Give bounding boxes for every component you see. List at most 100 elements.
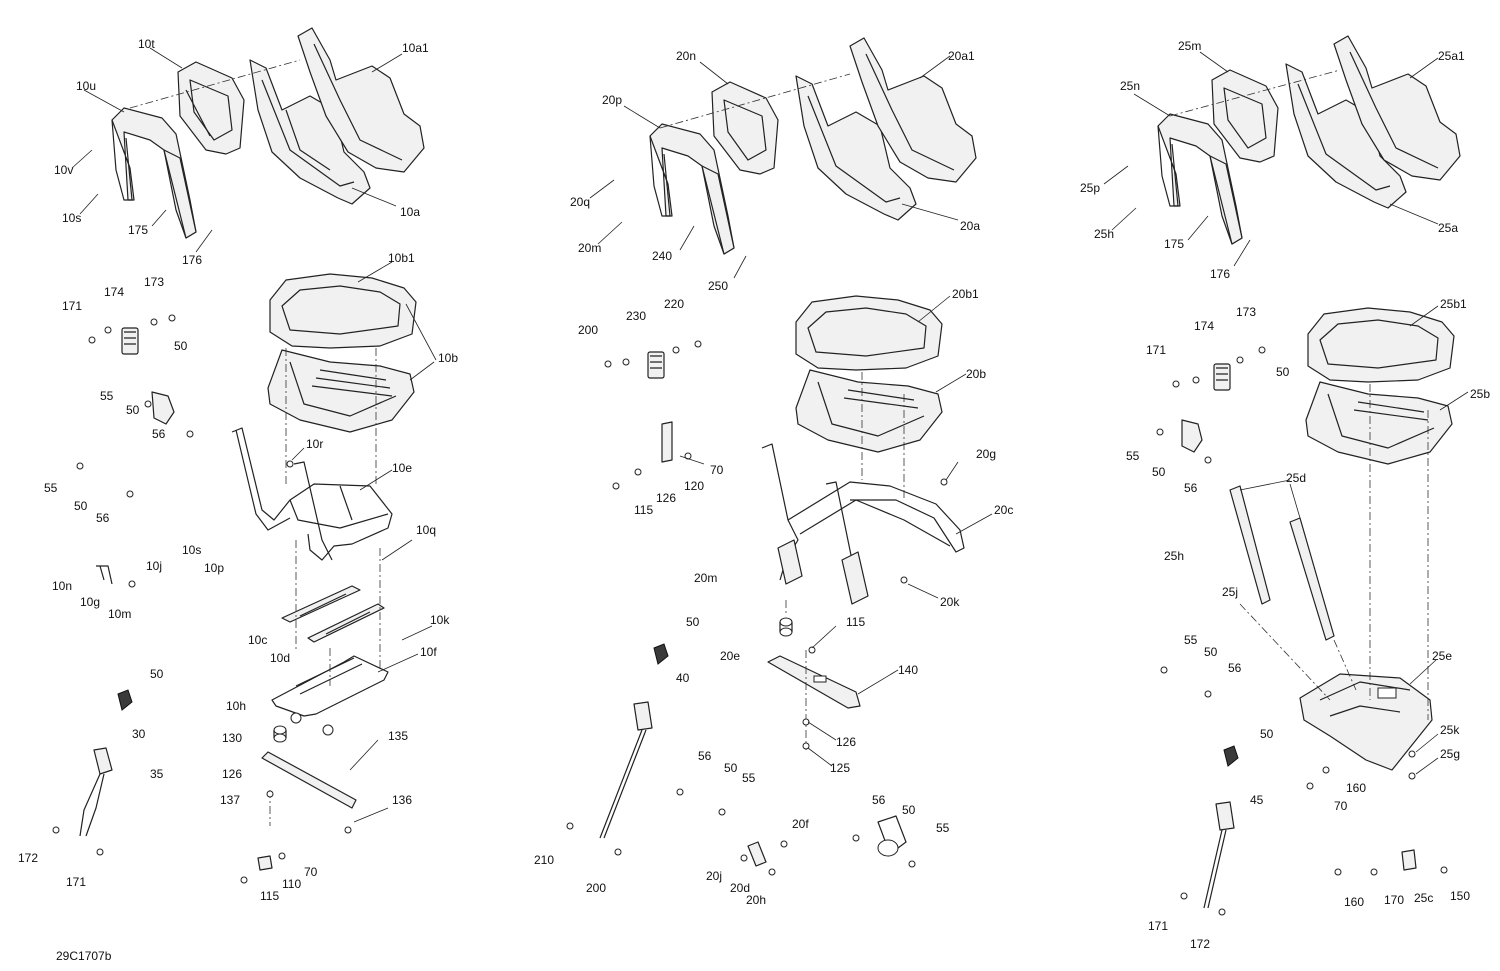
label-25a1: 25a1 [1438, 49, 1465, 63]
label-250: 250 [708, 279, 728, 293]
label-25b1: 25b1 [1440, 297, 1467, 311]
bracket-10g [96, 565, 113, 585]
label-10a: 10a [400, 205, 420, 219]
label-50: 50 [174, 339, 188, 353]
seatbelt-buckle-45 [1203, 801, 1235, 909]
label-70: 70 [304, 865, 318, 879]
label-10b: 10b [438, 351, 458, 365]
label-125: 125 [830, 761, 850, 775]
label-50: 50 [150, 667, 164, 681]
label-20b: 20b [966, 367, 986, 381]
label-173: 173 [1236, 305, 1256, 319]
label-10n: 10n [52, 579, 72, 593]
seat-base-10b [267, 349, 415, 433]
backrest-frame-10u [111, 107, 197, 239]
label-10t: 10t [138, 37, 155, 51]
label-20b1: 20b1 [952, 287, 979, 301]
label-10j: 10j [146, 559, 162, 573]
label-173: 173 [144, 275, 164, 289]
buckle-50-right [1223, 745, 1239, 767]
retractor-50-mid [647, 351, 665, 379]
label-220: 220 [664, 297, 684, 311]
spacer-10h [273, 725, 287, 743]
label-20q: 20q [570, 195, 590, 209]
label-56: 56 [1228, 661, 1242, 675]
label-172: 172 [18, 851, 38, 865]
label-230: 230 [626, 309, 646, 323]
label-10p: 10p [204, 561, 224, 575]
label-175: 175 [1164, 237, 1184, 251]
label-50: 50 [724, 761, 738, 775]
label-40: 40 [676, 671, 690, 685]
backrest-cushion-10a1 [297, 27, 425, 173]
seatbelt-retractor-50-left [121, 327, 175, 425]
label-10b1: 10b1 [388, 251, 415, 265]
label-240: 240 [652, 249, 672, 263]
slide-rails-10c-10d [281, 585, 385, 643]
label-50: 50 [74, 499, 88, 513]
label-25h: 25h [1094, 227, 1114, 241]
label-135: 135 [388, 729, 408, 743]
label-10q: 10q [416, 523, 436, 537]
label-55: 55 [742, 771, 756, 785]
label-171: 171 [1148, 919, 1168, 933]
label-20h: 20h [746, 893, 766, 907]
label-30: 30 [132, 727, 146, 741]
seat-cushion-20b1 [795, 295, 943, 371]
label-50: 50 [126, 403, 140, 417]
bracket-20d [747, 841, 767, 867]
label-70: 70 [1334, 799, 1348, 813]
label-55: 55 [100, 389, 114, 403]
seat-cushion-25b1 [1307, 307, 1455, 383]
label-56: 56 [1184, 481, 1198, 495]
label-25p: 25p [1080, 181, 1100, 195]
label-10s: 10s [62, 211, 81, 225]
label-56: 56 [698, 749, 712, 763]
label-25b: 25b [1470, 387, 1490, 401]
leaders-middle [589, 55, 993, 767]
label-120: 120 [684, 479, 704, 493]
label-10k: 10k [430, 613, 450, 627]
label-126: 126 [836, 735, 856, 749]
label-115: 115 [846, 615, 865, 629]
label-176: 176 [1210, 267, 1230, 281]
label-176: 176 [182, 253, 202, 267]
label-55: 55 [1184, 633, 1198, 647]
bracket-25c [1401, 849, 1417, 871]
label-10h: 10h [226, 699, 246, 713]
label-10s: 10s [182, 543, 201, 557]
seatbelt-buckle-40 [599, 701, 653, 839]
seat-frame-20c [761, 443, 965, 605]
label-50: 50 [1152, 465, 1166, 479]
label-130: 130 [222, 731, 242, 745]
label-137: 137 [220, 793, 240, 807]
label-25c: 25c [1414, 891, 1433, 905]
label-56: 56 [872, 793, 886, 807]
label-171: 171 [66, 875, 86, 889]
lower-frame-10f [271, 655, 389, 736]
label-20m: 20m [694, 571, 717, 585]
label-20d: 20d [730, 881, 750, 895]
label-55: 55 [1126, 449, 1140, 463]
label-20e: 20e [720, 649, 740, 663]
bracket-110 [257, 855, 273, 871]
label-10d: 10d [270, 651, 290, 665]
label-10v: 10v [54, 163, 73, 177]
label-200: 200 [578, 323, 598, 337]
label-115: 115 [634, 503, 653, 517]
label-50: 50 [1260, 727, 1274, 741]
spacer-20e [779, 617, 793, 637]
label-10c: 10c [248, 633, 267, 647]
label-20j: 20j [706, 869, 722, 883]
assembly-middle: 20n 20p 20a1 20q 20m 240 250 20a 20b1 20… [534, 37, 1013, 907]
label-25m: 25m [1178, 39, 1201, 53]
backrest-cushion-20a1 [849, 37, 977, 183]
label-175: 175 [128, 223, 148, 237]
label-20m: 20m [578, 241, 601, 255]
assembly-right: 25m 25a1 25n 25p 25h 175 176 25a 25b1 17… [1080, 35, 1490, 951]
label-10f: 10f [420, 645, 437, 659]
seat-base-25e [1299, 673, 1433, 771]
label-210: 210 [534, 853, 554, 867]
label-56: 56 [152, 427, 166, 441]
label-20a: 20a [960, 219, 980, 233]
